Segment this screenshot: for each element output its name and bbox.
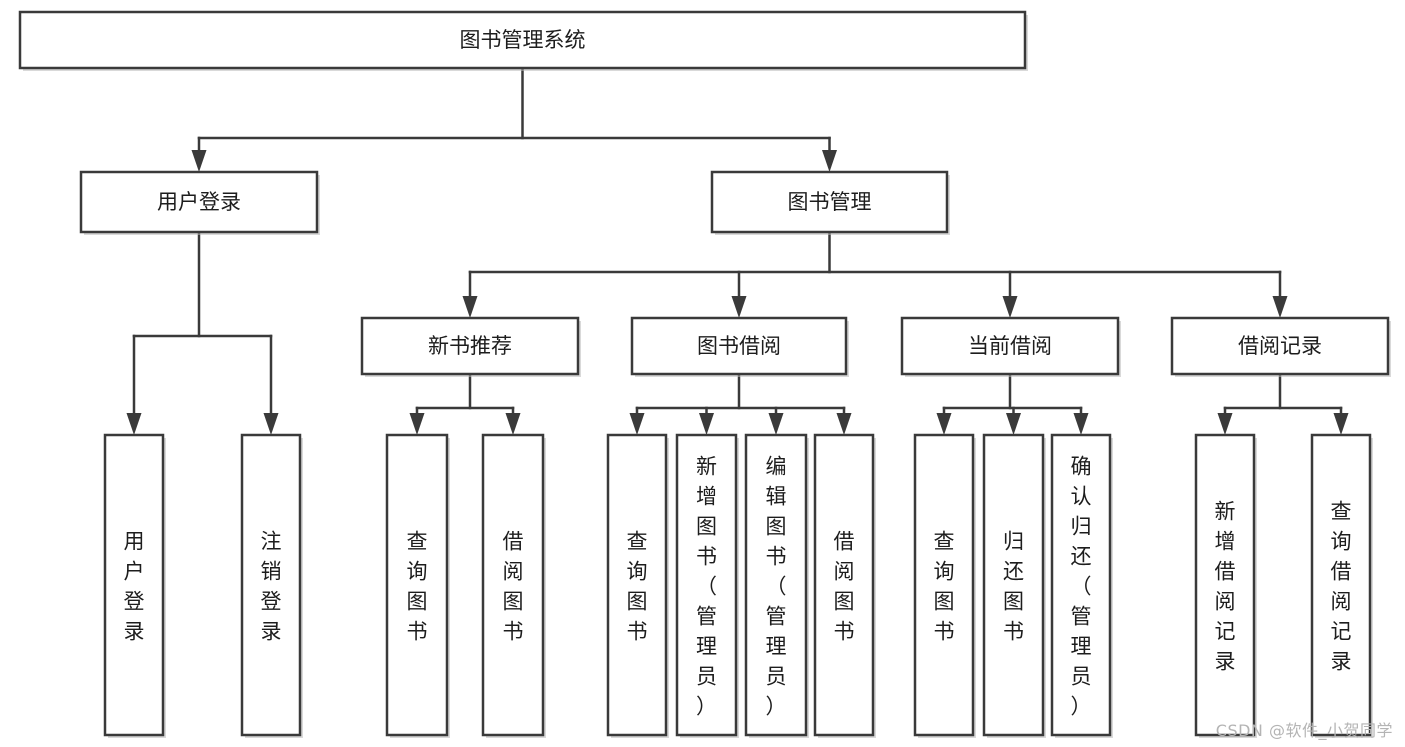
edge-arrowhead [699, 413, 714, 435]
connector-book-borrow [629, 372, 852, 435]
node-root[interactable]: 图书管理系统 [18, 10, 1028, 71]
edge-arrowhead [822, 150, 837, 172]
edge-arrowhead [505, 413, 521, 435]
node-label: 用户登录 [124, 529, 145, 643]
node-label: 确认归还（管理员） [1071, 454, 1092, 718]
node-rect[interactable] [630, 316, 848, 376]
node-rect[interactable] [1170, 316, 1390, 376]
node-label: 注销登录 [261, 529, 282, 643]
edge-arrowhead [629, 413, 645, 435]
node-label: 查询图书 [627, 529, 648, 643]
connector-user-login [126, 230, 279, 435]
node-borrow-record[interactable]: 借阅记录 [1170, 316, 1391, 377]
node-rect[interactable] [481, 433, 545, 737]
node-leaf-query-book-borrow[interactable]: 查询图书 [606, 433, 669, 738]
node-boxes-layer: 图书管理系统用户登录图书管理新书推荐图书借阅当前借阅借阅记录用户登录注销登录查询… [18, 10, 1391, 738]
node-rect[interactable] [18, 10, 1027, 70]
node-label: 图书借阅 [697, 334, 781, 358]
edge-arrowhead [263, 413, 279, 435]
edge-arrowhead [126, 413, 142, 435]
node-label: 编辑图书（管理员） [766, 454, 787, 718]
node-rect[interactable] [1310, 433, 1372, 737]
node-label: 新书推荐 [428, 334, 512, 358]
node-label: 借阅记录 [1238, 334, 1322, 358]
connector-edges-layer [126, 66, 1349, 435]
connector-book-manage [462, 230, 1288, 318]
node-label: 用户登录 [157, 190, 241, 214]
node-rect[interactable] [1050, 433, 1112, 737]
node-rect[interactable] [900, 316, 1120, 376]
node-rect[interactable] [813, 433, 875, 737]
node-rect[interactable] [606, 433, 668, 737]
node-leaf-add-book[interactable]: 新增图书（管理员） [675, 433, 739, 738]
edge-arrowhead [1217, 413, 1233, 435]
node-leaf-query-record[interactable]: 查询借阅记录 [1310, 433, 1373, 738]
edge-arrowhead [1272, 296, 1288, 318]
node-leaf-add-record[interactable]: 新增借阅记录 [1194, 433, 1257, 738]
edge-arrowhead [191, 150, 207, 172]
node-label: 图书管理系统 [460, 28, 586, 52]
edge-arrowhead [936, 413, 952, 435]
node-rect[interactable] [103, 433, 165, 737]
node-label: 查询借阅记录 [1331, 499, 1352, 673]
node-current-borrow[interactable]: 当前借阅 [900, 316, 1121, 377]
node-label: 当前借阅 [968, 334, 1052, 358]
edge-arrowhead [409, 413, 425, 435]
node-rect[interactable] [675, 433, 738, 737]
node-leaf-borrow-book-rec[interactable]: 借阅图书 [481, 433, 546, 738]
node-rect[interactable] [710, 170, 949, 234]
node-leaf-confirm-return[interactable]: 确认归还（管理员） [1050, 433, 1113, 738]
node-leaf-logout[interactable]: 注销登录 [240, 433, 303, 738]
edge-arrowhead [1006, 413, 1021, 435]
node-rect[interactable] [360, 316, 580, 376]
edge-arrowhead [1333, 413, 1349, 435]
connector-root [191, 66, 837, 172]
node-leaf-borrow-book[interactable]: 借阅图书 [813, 433, 876, 738]
node-leaf-query-book-rec[interactable]: 查询图书 [385, 433, 450, 738]
node-label: 新增图书（管理员） [696, 454, 717, 718]
connector-borrow-record [1217, 372, 1349, 435]
connector-current-borrow [936, 372, 1089, 435]
node-rect[interactable] [982, 433, 1045, 737]
node-rect[interactable] [240, 433, 302, 737]
node-label: 查询图书 [407, 529, 428, 643]
edge-arrowhead [731, 296, 747, 318]
node-label: 归还图书 [1003, 529, 1024, 643]
node-book-manage[interactable]: 图书管理 [710, 170, 950, 235]
node-rect[interactable] [79, 170, 319, 234]
node-leaf-return-book[interactable]: 归还图书 [982, 433, 1046, 738]
edge-arrowhead [1073, 413, 1089, 435]
edge-arrowhead [462, 296, 478, 318]
node-label: 查询图书 [934, 529, 955, 643]
node-book-borrow[interactable]: 图书借阅 [630, 316, 849, 377]
edge-arrowhead [768, 413, 784, 435]
node-label: 新增借阅记录 [1215, 499, 1236, 673]
connector-new-book-rec [409, 372, 521, 435]
node-user-login[interactable]: 用户登录 [79, 170, 320, 235]
node-leaf-edit-book[interactable]: 编辑图书（管理员） [744, 433, 809, 738]
node-label: 图书管理 [788, 190, 872, 214]
edge-arrowhead [1002, 296, 1018, 318]
edge-arrowhead [836, 413, 852, 435]
node-leaf-query-book-cur[interactable]: 查询图书 [913, 433, 976, 738]
node-new-book-rec[interactable]: 新书推荐 [360, 316, 581, 377]
node-rect[interactable] [1194, 433, 1256, 737]
node-leaf-user-login[interactable]: 用户登录 [103, 433, 166, 738]
node-rect[interactable] [744, 433, 808, 737]
node-label: 借阅图书 [834, 529, 855, 643]
node-rect[interactable] [913, 433, 975, 737]
node-label: 借阅图书 [503, 529, 524, 643]
node-rect[interactable] [385, 433, 449, 737]
